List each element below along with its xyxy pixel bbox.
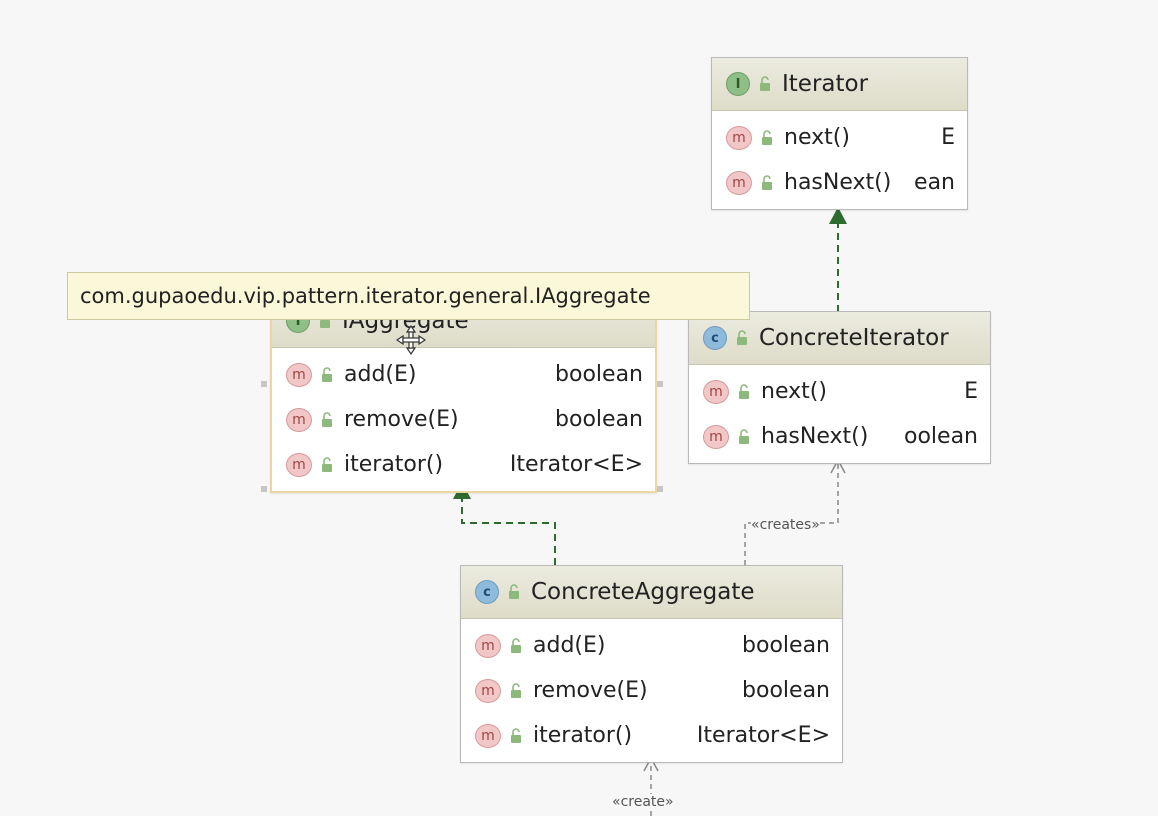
method-row[interactable]: m add(E) boolean: [461, 623, 842, 668]
lock-open-icon: [509, 584, 519, 599]
class-name: ConcreteIterator: [759, 325, 949, 351]
lock-open-icon: [511, 727, 521, 743]
stereotype-label-creates: «creates»: [751, 517, 820, 533]
uml-class-concreteiterator[interactable]: c ConcreteIterator m next() E m hasNext(…: [688, 311, 991, 464]
class-header: c ConcreteAggregate: [461, 566, 842, 619]
method-return-type: boolean: [555, 407, 643, 432]
method-row[interactable]: m remove(E) boolean: [272, 397, 655, 442]
class-name: ConcreteAggregate: [531, 579, 755, 605]
method-icon: m: [475, 678, 501, 703]
method-row[interactable]: m remove(E) boolean: [461, 668, 842, 713]
lock-open-icon: [760, 76, 770, 91]
class-members: m next() E m hasNext() ean: [712, 111, 967, 209]
uml-class-iterator[interactable]: I Iterator m next() E m hasNext() ean: [711, 57, 968, 210]
lock-open-icon: [322, 411, 332, 427]
method-row[interactable]: m next() E: [689, 369, 990, 414]
lock-open-icon: [762, 129, 772, 145]
method-return-type: ean: [914, 170, 955, 195]
lock-open-icon: [739, 428, 749, 444]
method-name: hasNext(): [761, 424, 869, 449]
realization-line-concreteaggregate-iaggregate: [461, 497, 556, 565]
resize-handle-left[interactable]: [261, 381, 267, 387]
class-header: I Iterator: [712, 58, 967, 111]
lock-open-icon: [737, 330, 747, 345]
method-name: hasNext(): [784, 170, 892, 195]
lock-open-icon: [322, 456, 332, 472]
method-row[interactable]: m hasNext() ean: [712, 160, 967, 205]
method-name: next(): [761, 379, 827, 404]
dependency-line-creates: [744, 462, 839, 565]
method-row[interactable]: m iterator() Iterator<E>: [461, 713, 842, 758]
class-icon: c: [475, 580, 499, 604]
lock-open-icon: [322, 366, 332, 382]
method-icon: m: [286, 452, 312, 477]
method-icon: m: [726, 125, 752, 150]
method-return-type: Iterator<E>: [509, 452, 643, 477]
method-icon: m: [475, 633, 501, 658]
method-icon: m: [286, 407, 312, 432]
method-row[interactable]: m hasNext() oolean: [689, 414, 990, 459]
method-icon: m: [703, 424, 729, 449]
uml-class-iaggregate[interactable]: I IAggregate m add(E) boolean m remove(E…: [270, 293, 657, 493]
method-name: iterator(): [533, 723, 633, 748]
method-return-type: boolean: [555, 362, 643, 387]
method-icon: m: [703, 379, 729, 404]
resize-handle-bottom-right[interactable]: [657, 486, 663, 492]
class-members: m add(E) boolean m remove(E) boolean m i…: [461, 619, 842, 762]
class-members: m add(E) boolean m remove(E) boolean m i…: [272, 348, 655, 491]
lock-open-icon: [762, 174, 772, 190]
qualified-name-tooltip: com.gupaoedu.vip.pattern.iterator.genera…: [67, 272, 750, 320]
lock-open-icon: [511, 637, 521, 653]
method-name: next(): [784, 125, 850, 150]
method-name: remove(E): [344, 407, 459, 432]
method-row[interactable]: m iterator() Iterator<E>: [272, 442, 655, 487]
method-name: add(E): [533, 633, 606, 658]
interface-icon: I: [726, 72, 750, 96]
class-members: m next() E m hasNext() oolean: [689, 365, 990, 463]
method-name: add(E): [344, 362, 417, 387]
method-name: iterator(): [344, 452, 444, 477]
resize-handle-right[interactable]: [657, 381, 663, 387]
method-name: remove(E): [533, 678, 648, 703]
method-icon: m: [286, 362, 312, 387]
realization-arrowhead-iterator: [829, 207, 847, 224]
stereotype-label-create: «create»: [612, 794, 674, 810]
class-name: Iterator: [782, 71, 869, 97]
lock-open-icon: [511, 682, 521, 698]
method-row[interactable]: m next() E: [712, 115, 967, 160]
tooltip-text: com.gupaoedu.vip.pattern.iterator.genera…: [80, 284, 651, 308]
move-cursor-icon: [396, 325, 426, 355]
class-icon: c: [703, 326, 727, 350]
method-return-type: Iterator<E>: [696, 723, 830, 748]
method-row[interactable]: m add(E) boolean: [272, 352, 655, 397]
uml-class-concreteaggregate[interactable]: c ConcreteAggregate m add(E) boolean m r…: [460, 565, 843, 763]
method-icon: m: [475, 723, 501, 748]
resize-handle-bottom-left[interactable]: [261, 486, 267, 492]
method-return-type: boolean: [742, 633, 830, 658]
lock-open-icon: [739, 383, 749, 399]
method-return-type: E: [941, 125, 955, 150]
method-return-type: boolean: [742, 678, 830, 703]
method-return-type: oolean: [904, 424, 978, 449]
method-icon: m: [726, 170, 752, 195]
class-header: c ConcreteIterator: [689, 312, 990, 365]
method-return-type: E: [964, 379, 978, 404]
